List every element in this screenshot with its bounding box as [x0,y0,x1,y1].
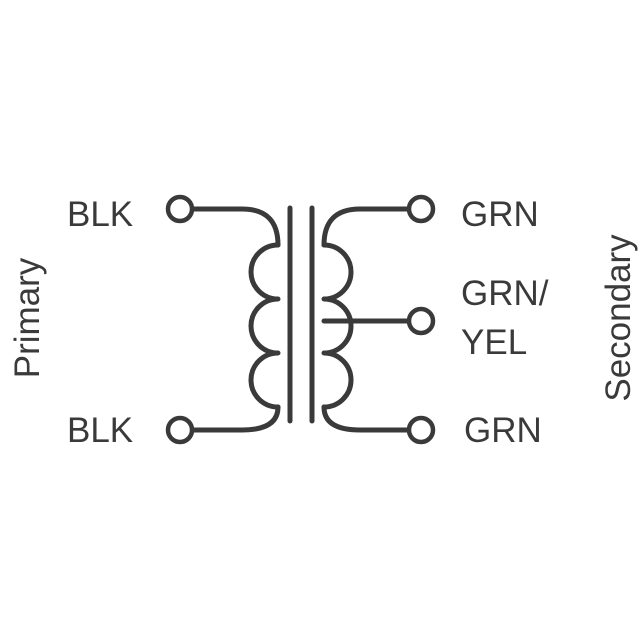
primary-bottom-terminal [165,415,195,445]
secondary-side-label: Secondary [599,234,638,402]
primary-coil [248,242,281,410]
secondary-top-lead [321,206,411,248]
secondary-bottom-lead [321,404,411,433]
secondary-top-terminal [406,194,436,224]
primary-top-terminal [165,194,195,224]
secondary-center-label-line2: YEL [461,323,527,362]
secondary-top-label: GRN [461,195,539,234]
primary-top-lead [189,206,281,248]
secondary-center-label-line1: GRN/ [461,274,549,313]
primary-side-label: Primary [8,257,47,378]
primary-bottom-label: BLK [67,411,133,450]
secondary-center-terminal [406,306,436,336]
secondary-bottom-terminal [406,415,436,445]
secondary-bottom-label: GRN [464,411,542,450]
primary-bottom-lead [189,404,281,433]
primary-top-label: BLK [67,195,133,234]
secondary-coil [321,242,354,410]
